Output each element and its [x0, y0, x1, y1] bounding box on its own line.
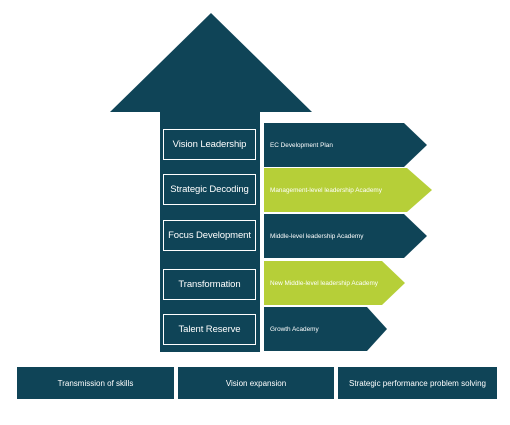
program-arrow-5 [264, 307, 387, 351]
stage-transformation: Transformation [163, 269, 256, 300]
stage-focus-development: Focus Development [163, 220, 256, 251]
growth-arrow-head [110, 13, 312, 112]
foundation-transmission-of-skills: Transmission of skills [17, 367, 174, 399]
foundation-vision-expansion: Vision expansion [178, 367, 334, 399]
program-arrow-2 [264, 168, 432, 212]
program-new-middle-level-academy: New Middle-level leadership Academy [270, 279, 378, 287]
program-arrow-4 [264, 261, 405, 305]
stage-strategic-decoding: Strategic Decoding [163, 174, 256, 205]
program-growth-academy: Growth Academy [270, 325, 319, 333]
stage-talent-reserve: Talent Reserve [163, 314, 256, 345]
stage-vision-leadership: Vision Leadership [163, 129, 256, 160]
program-middle-level-academy: Middle-level leadership Academy [270, 232, 364, 240]
program-ec-development-plan: EC Development Plan [270, 141, 333, 149]
program-arrow-1 [264, 123, 427, 167]
foundation-strategic-performance: Strategic performance problem solving [338, 367, 497, 399]
program-arrow-3 [264, 214, 427, 258]
program-management-level-academy: Management-level leadership Academy [270, 186, 382, 194]
growth-arrow-shaft [160, 112, 260, 352]
